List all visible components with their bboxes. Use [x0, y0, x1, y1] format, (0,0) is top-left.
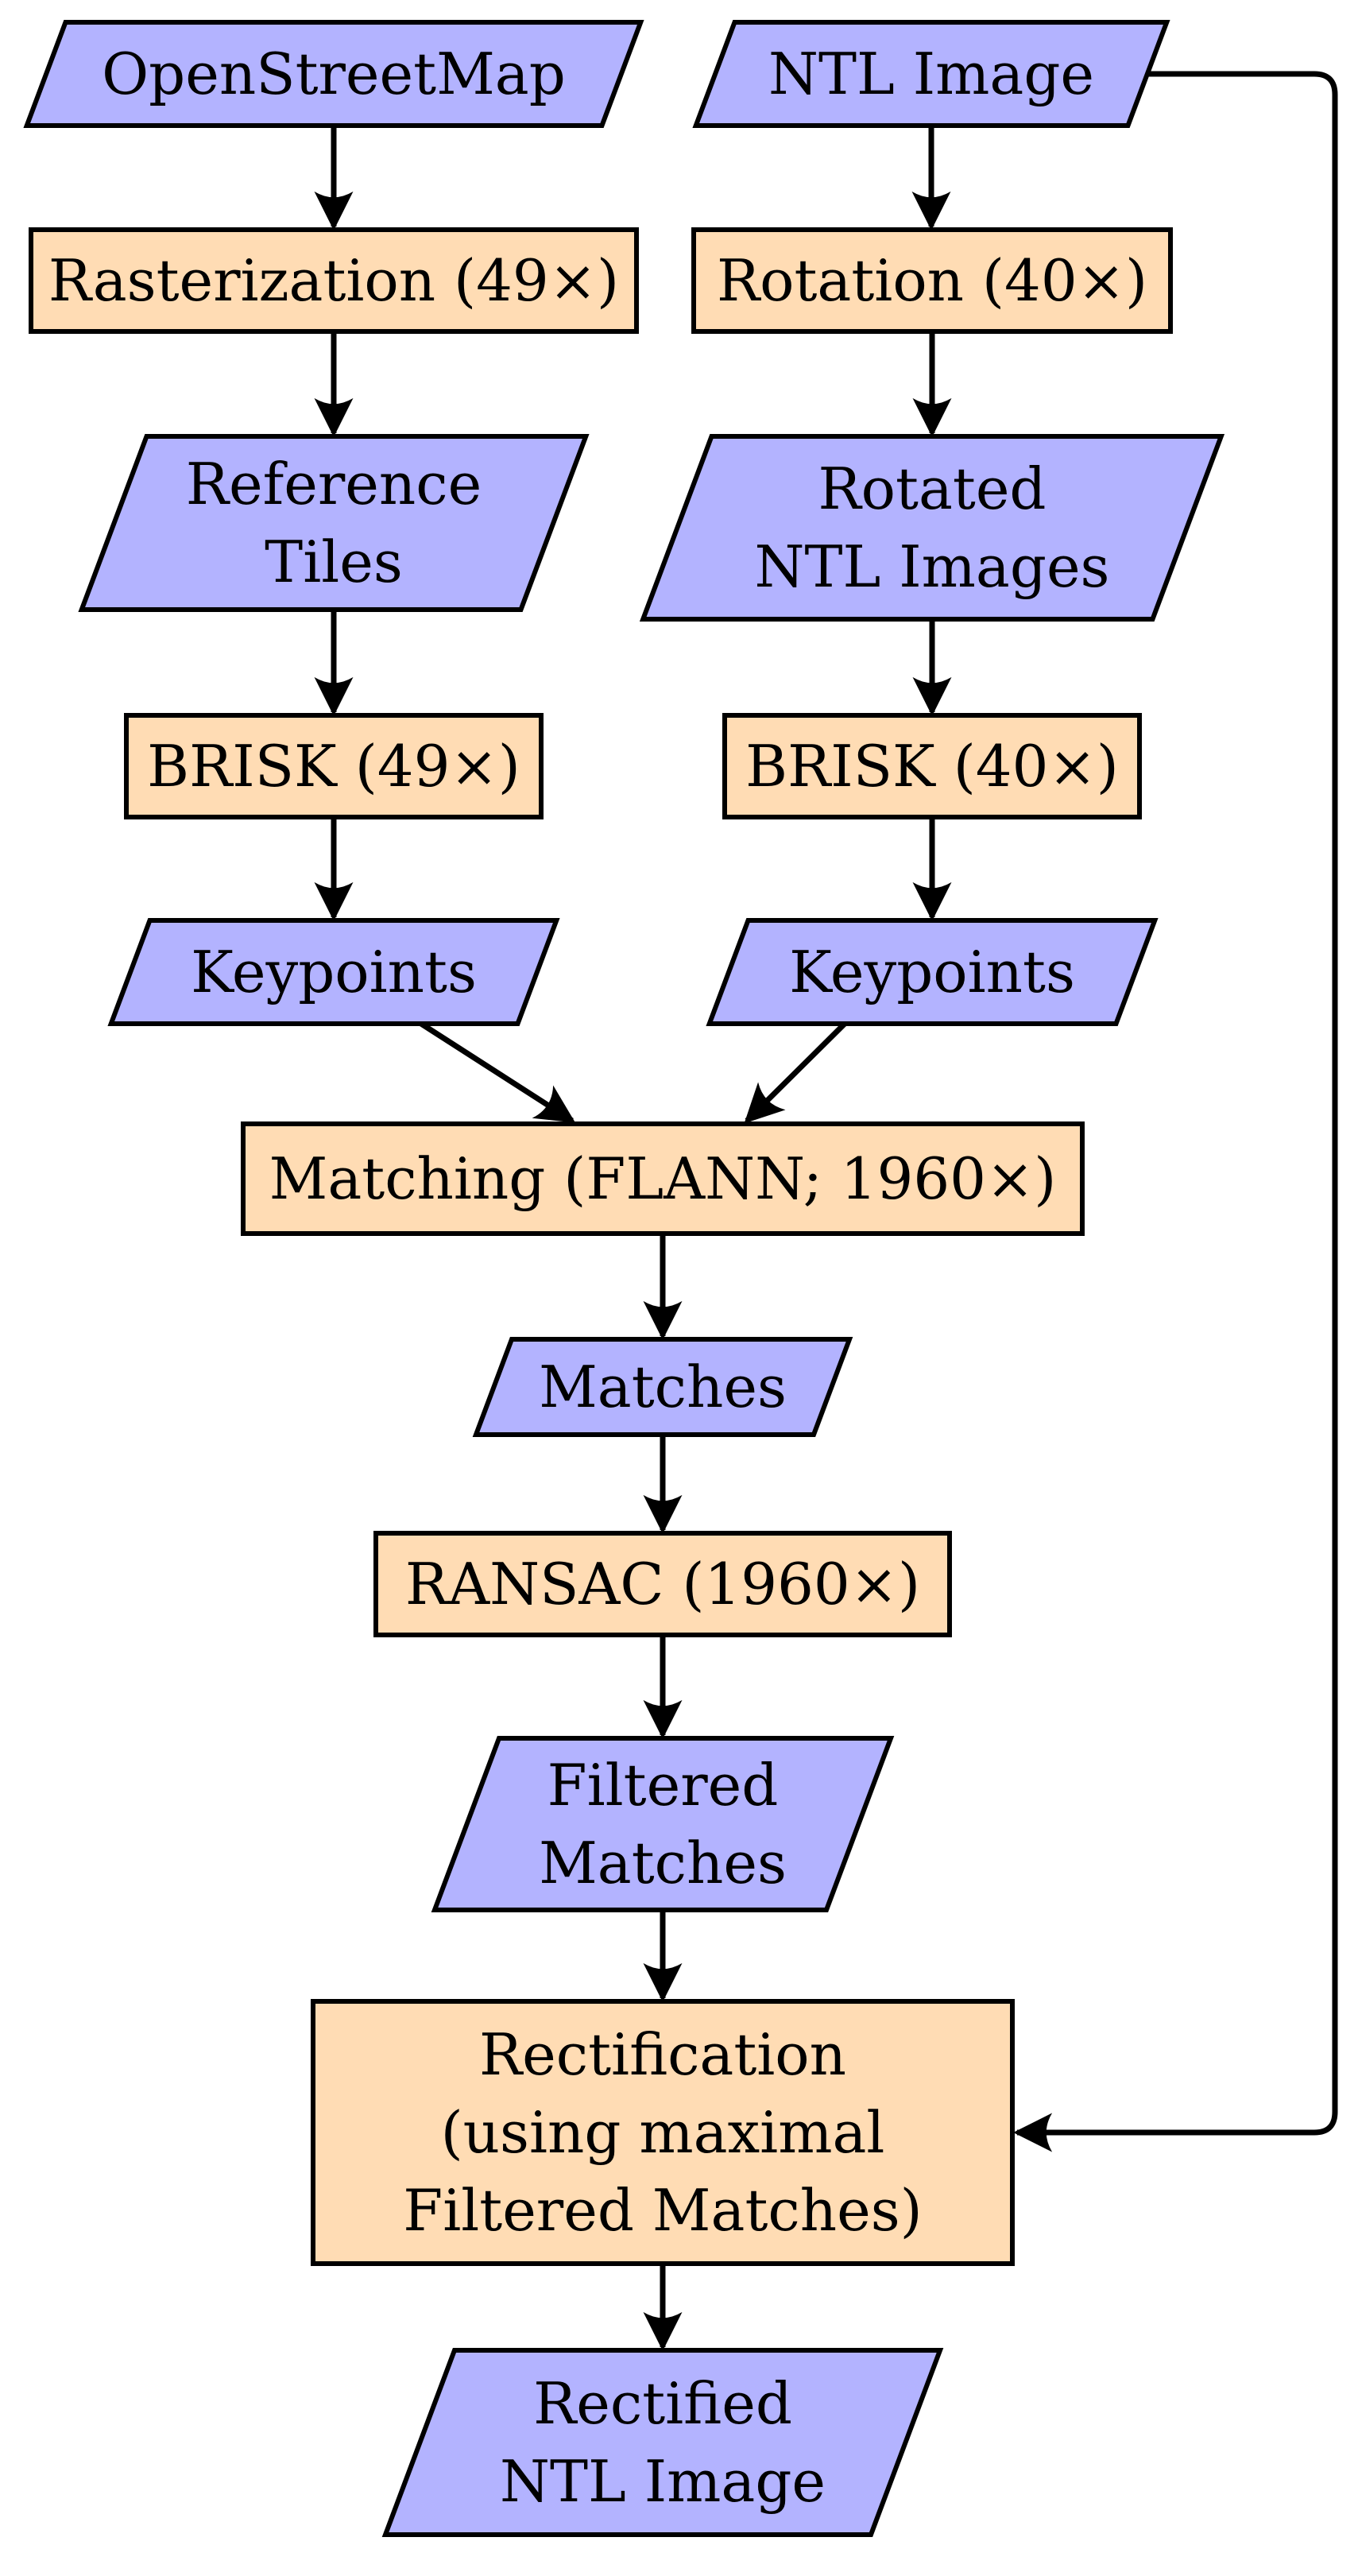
node-label-rectification-line-0: Rectification [479, 2021, 846, 2088]
node-label-kp2-line-0: Keypoints [789, 939, 1075, 1005]
node-ransac: RANSAC (1960×) [373, 1531, 952, 1637]
node-label-rotntl-line-1: NTL Images [754, 533, 1109, 600]
node-matching: Matching (FLANN; 1960×) [241, 1121, 1085, 1236]
edges [314, 71, 1338, 2351]
edge-kp2-to-matching [744, 1021, 847, 1124]
data-shape-rectified [381, 2348, 944, 2537]
data-shape-kp1 [107, 918, 560, 1026]
node-label-matches-line-0: Matches [539, 1354, 787, 1420]
data-shape-kp2 [706, 918, 1159, 1026]
node-label-filtered-line-1: Matches [539, 1830, 787, 1896]
node-label-ransac-line-0: RANSAC (1960×) [405, 1551, 920, 1617]
node-label-osm-line-0: OpenStreetMap [102, 41, 566, 107]
process-shape-rectification [311, 1999, 1015, 2266]
data-shape-osm [23, 20, 644, 128]
process-shape-brisk2 [722, 713, 1142, 819]
node-kp2: Keypoints [706, 918, 1159, 1026]
edge-kp1-to-matching [420, 1021, 576, 1123]
process-shape-rotation [691, 227, 1173, 334]
node-kp1: Keypoints [107, 918, 560, 1026]
node-label-reftiles-line-0: Reference [186, 451, 482, 517]
node-label-rotntl-line-0: Rotated [818, 455, 1046, 522]
node-label-rectification-line-2: Filtered Matches) [403, 2177, 922, 2244]
data-shape-matches [472, 1337, 853, 1437]
data-shape-ntl [692, 20, 1170, 128]
node-label-brisk2-line-0: BRISK (40×) [745, 733, 1119, 800]
data-shape-filtered [431, 1736, 895, 1912]
data-shape-reftiles [78, 434, 590, 612]
node-raster: Rasterization (49×) [29, 227, 639, 334]
node-brisk2: BRISK (40×) [722, 713, 1142, 819]
node-label-rectification-line-1: (using maximal [441, 2099, 885, 2166]
node-label-reftiles-line-1: Tiles [265, 529, 403, 595]
process-shape-brisk1 [124, 713, 544, 819]
node-matches: Matches [472, 1337, 853, 1437]
node-label-brisk1-line-0: BRISK (49×) [147, 733, 520, 800]
node-label-kp1-line-0: Keypoints [191, 939, 477, 1005]
node-label-matching-line-0: Matching (FLANN; 1960×) [269, 1145, 1057, 1212]
node-label-ntl-line-0: NTL Image [768, 41, 1094, 107]
process-shape-raster [29, 227, 639, 334]
node-osm: OpenStreetMap [23, 20, 644, 128]
process-shape-ransac [373, 1531, 952, 1637]
node-label-rotation-line-0: Rotation (40×) [717, 247, 1147, 314]
node-label-rectified-line-0: Rectified [533, 2370, 792, 2437]
data-shape-rotntl [639, 434, 1225, 622]
node-ntl: NTL Image [692, 20, 1170, 128]
node-label-raster-line-0: Rasterization (49×) [48, 247, 619, 314]
node-label-rectified-line-1: NTL Image [500, 2448, 826, 2515]
node-rotation: Rotation (40×) [691, 227, 1173, 334]
process-shape-matching [241, 1121, 1085, 1236]
node-label-filtered-line-0: Filtered [547, 1752, 779, 1819]
node-brisk1: BRISK (49×) [124, 713, 544, 819]
edge-ntl-to-rectification [1013, 71, 1338, 2152]
